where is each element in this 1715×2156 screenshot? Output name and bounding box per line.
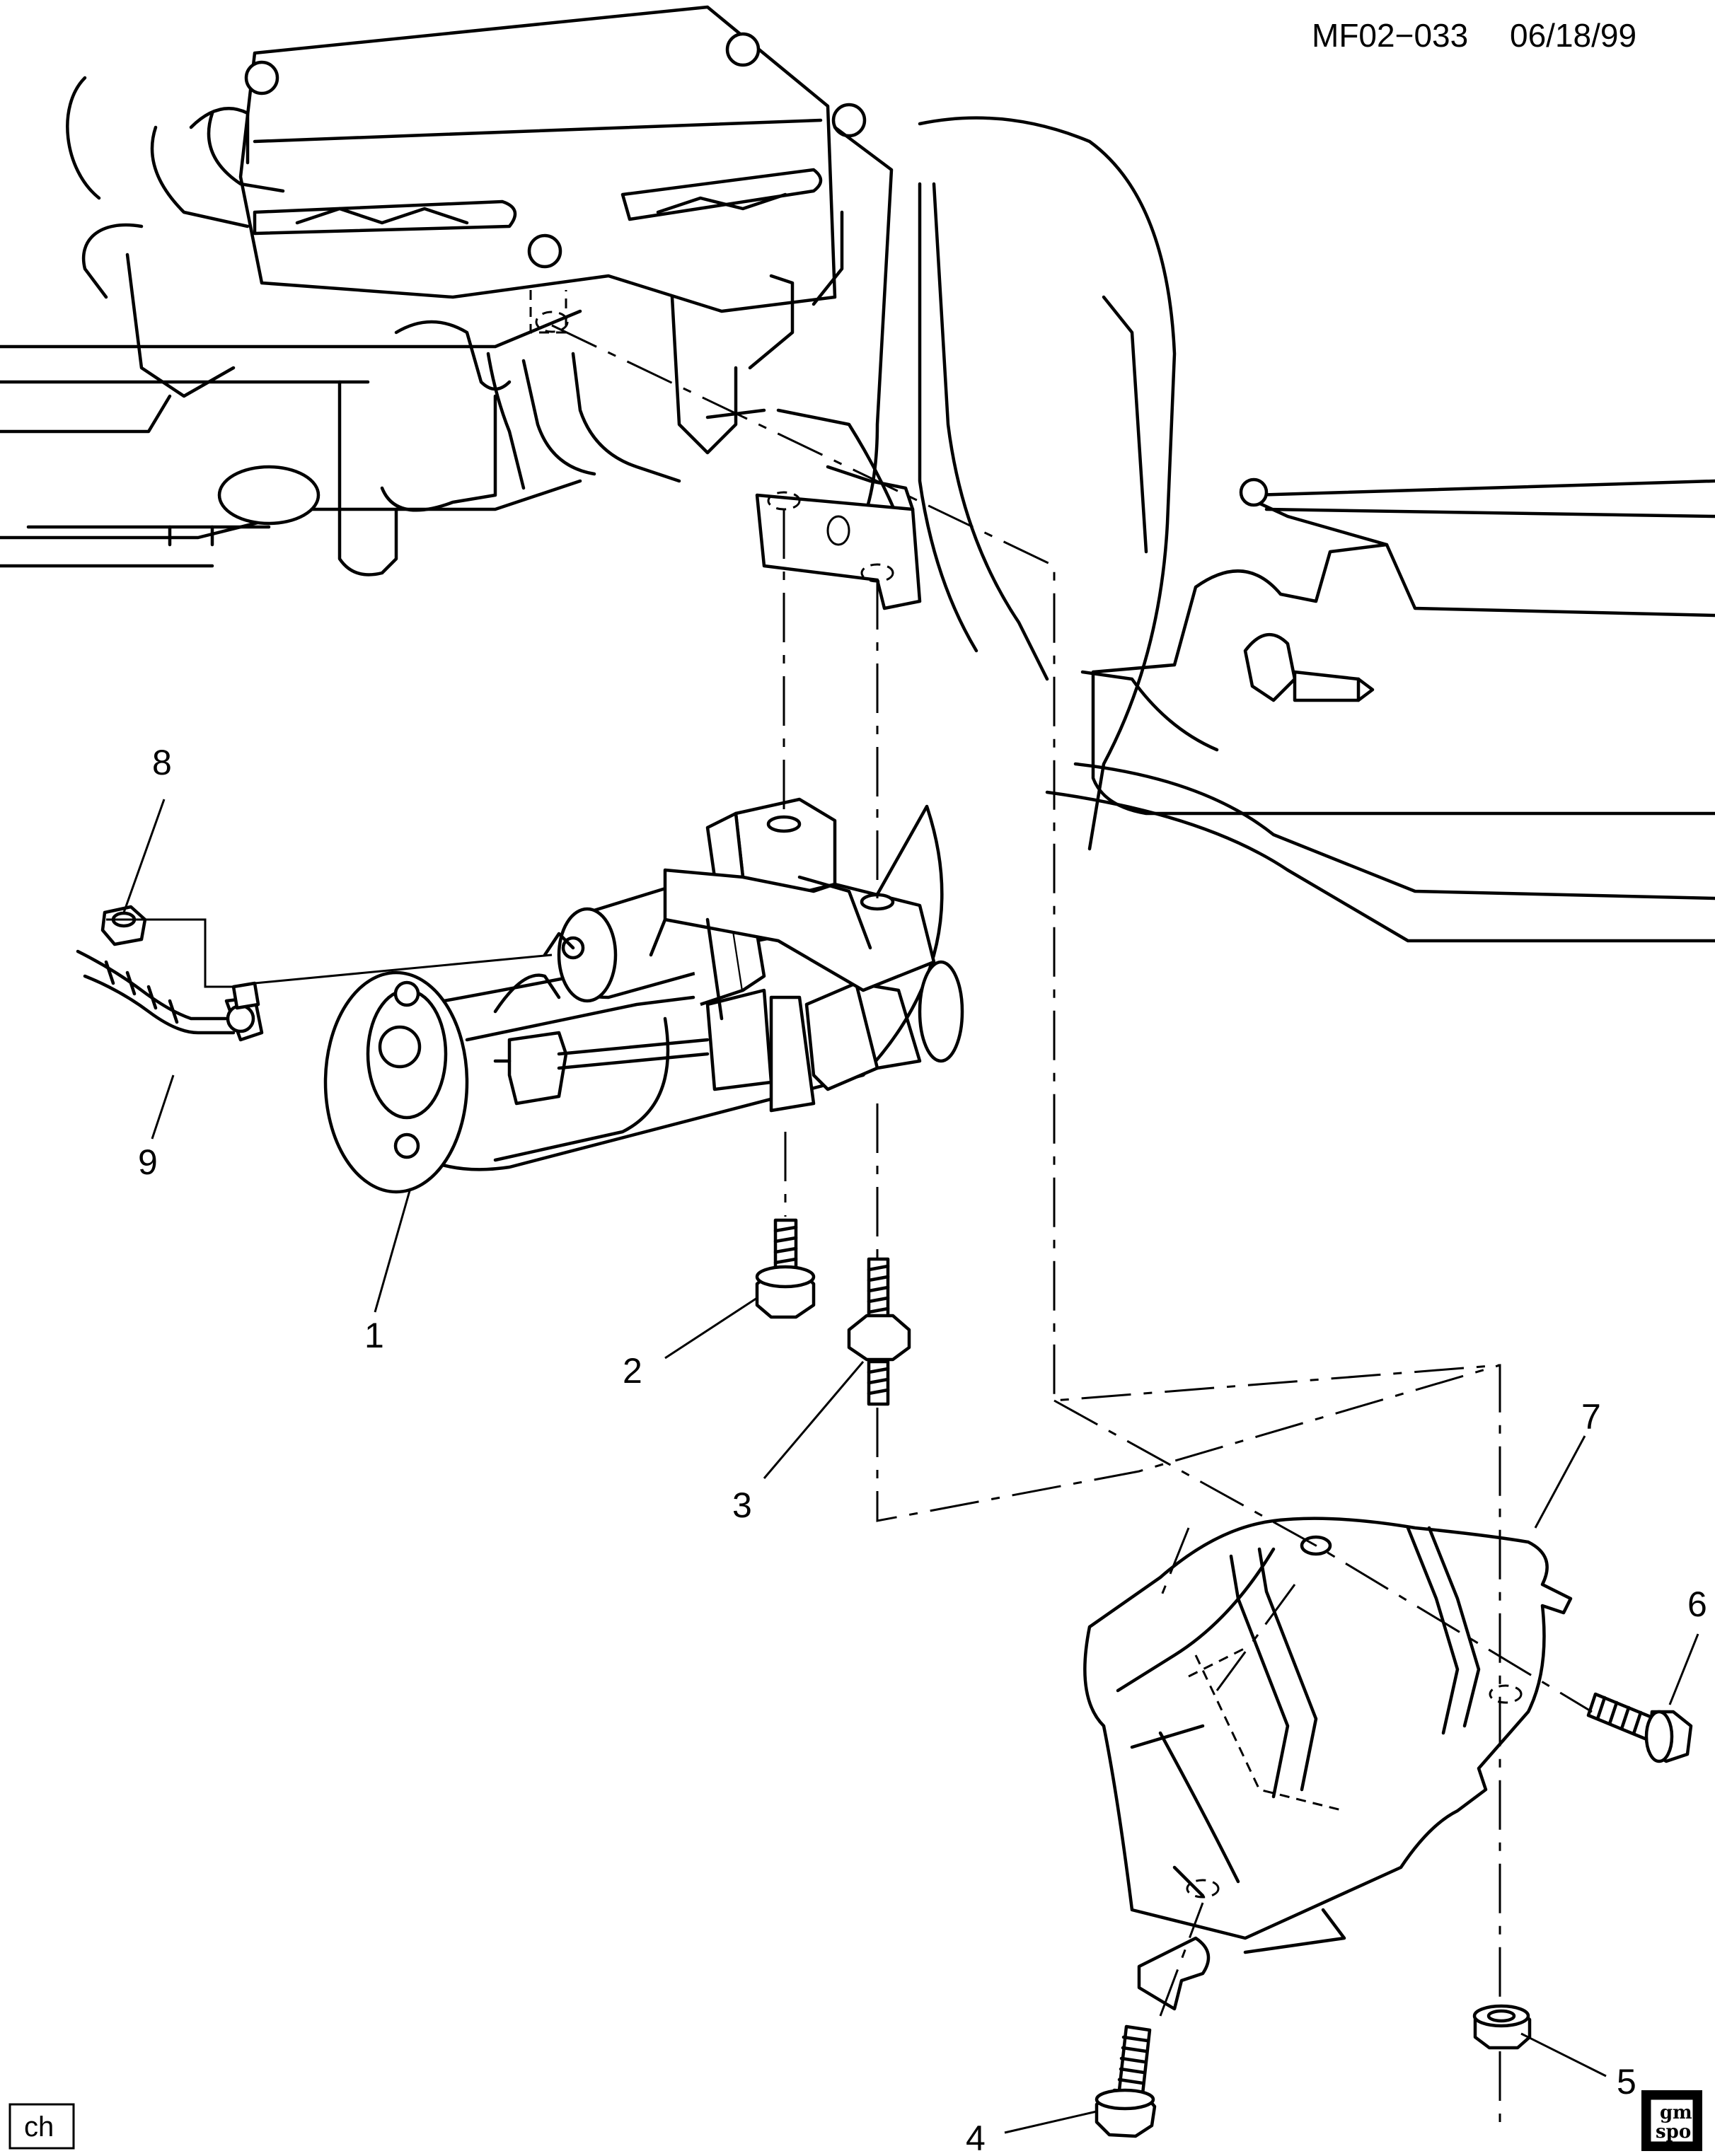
nut-5 [1472, 2004, 1532, 2050]
starter-cable [76, 949, 264, 1042]
callout-4: 4 [966, 2119, 986, 2156]
callout-2: 2 [623, 1351, 642, 1391]
heat-shield-7 [1083, 1517, 1573, 2011]
bolt-6 [1586, 1692, 1693, 1763]
callout-7: 7 [1581, 1397, 1601, 1437]
callout-6: 6 [1687, 1584, 1707, 1624]
alignment-lines [106, 324, 1593, 2122]
callout-1: 1 [364, 1316, 384, 1355]
callout-labels: 1 2 3 4 5 6 7 8 9 [138, 743, 1707, 2156]
engine-block [0, 5, 1049, 681]
drawing-date: 06/18/99 [1510, 17, 1636, 54]
drawing-id: MF02−033 [1312, 17, 1468, 54]
stud-3 [847, 1257, 911, 1406]
catalog-tag: ch [8, 2103, 75, 2150]
leader-lines [122, 799, 1699, 2134]
bolt-2 [755, 1218, 816, 1319]
callout-8: 8 [152, 743, 172, 782]
transmission-case [918, 116, 1715, 943]
callout-3: 3 [732, 1485, 752, 1525]
catalog-tag-text: ch [24, 2111, 54, 2143]
callout-5: 5 [1617, 2062, 1636, 2102]
logo-line-2: spo [1656, 2121, 1691, 2143]
starter-motor [323, 797, 964, 1194]
callout-9: 9 [138, 1142, 158, 1182]
engine-mount-bracket [529, 290, 922, 610]
gm-spo-logo: gm spo [1641, 2090, 1702, 2151]
bolt-4 [1095, 2024, 1157, 2138]
logo-line-1: gm [1660, 2102, 1692, 2123]
